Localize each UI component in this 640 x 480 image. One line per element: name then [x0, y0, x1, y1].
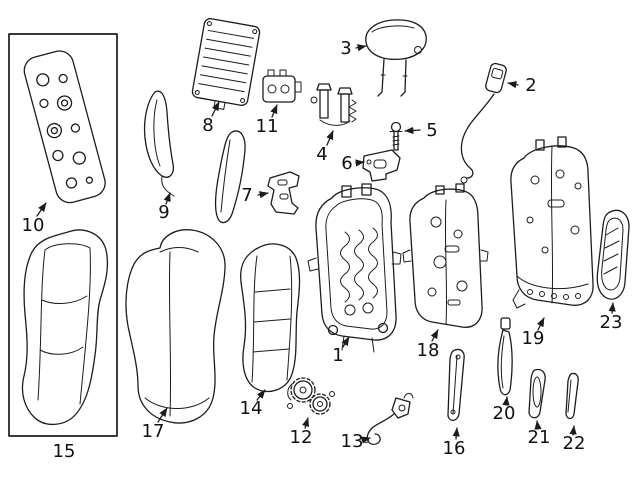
leader-arrow-11	[270, 104, 278, 118]
leader-arrow-13	[360, 436, 371, 444]
leader-arrow-14	[256, 389, 266, 401]
part-label-12: 12	[290, 427, 313, 448]
part-label-4: 4	[316, 144, 327, 165]
part-6-bracket-drawing	[362, 149, 401, 182]
part-17-cover-drawing	[125, 229, 226, 424]
part-9-drawing	[143, 90, 246, 224]
leader-arrow-9	[163, 192, 171, 205]
part-12-motor-drawing	[287, 377, 335, 415]
part-label-19: 19	[522, 328, 545, 349]
leader-arrow-5	[404, 126, 421, 135]
leader-arrow-20	[502, 396, 510, 406]
part-13-latch-drawing	[363, 393, 414, 446]
part-label-14: 14	[240, 398, 263, 419]
part-label-6: 6	[341, 153, 352, 174]
leader-arrow-23	[608, 302, 616, 314]
leader-arrows	[36, 44, 616, 444]
part-3-headrest-drawing	[365, 19, 427, 97]
part-label-7: 7	[241, 185, 252, 206]
part-labels: 1 2 3 4 5 6 7 8 9 10 11 12 13 14 15 16 1…	[22, 38, 623, 462]
part-label-9: 9	[158, 202, 169, 223]
part-label-21: 21	[528, 427, 551, 448]
part-15-cushion-drawing	[21, 229, 109, 425]
leader-arrow-18	[430, 329, 439, 342]
leader-arrow-16	[452, 427, 460, 440]
leader-arrow-7	[257, 191, 269, 199]
part-5-bolt-drawing	[389, 121, 403, 151]
part-20-strip-drawing	[497, 317, 513, 396]
leader-arrow-22	[569, 425, 577, 436]
leader-arrow-10	[36, 202, 47, 217]
part-10-drawing	[23, 50, 106, 204]
part-label-23: 23	[600, 312, 623, 333]
part-label-17: 17	[142, 421, 165, 442]
part-label-8: 8	[202, 115, 213, 136]
part-11-module-drawing	[262, 69, 302, 103]
inset-box	[8, 33, 118, 437]
leader-arrow-12	[302, 417, 310, 429]
part-22-trim-drawing	[565, 372, 579, 420]
part-label-20: 20	[493, 403, 516, 424]
part-label-10: 10	[22, 215, 45, 236]
part-label-13: 13	[341, 431, 364, 452]
leader-arrow-19	[536, 317, 545, 331]
leader-arrow-2	[507, 81, 519, 89]
leader-arrow-8	[211, 101, 220, 117]
leader-arrow-21	[534, 420, 542, 430]
leader-arrow-17	[157, 407, 168, 423]
part-label-11: 11	[256, 116, 279, 137]
part-21-trim-drawing	[528, 368, 546, 419]
part-label-15: 15	[53, 441, 76, 462]
part-label-1: 1	[332, 345, 343, 366]
part-18-panel-drawing	[402, 183, 489, 328]
part-label-18: 18	[417, 340, 440, 361]
leader-arrow-6	[355, 159, 365, 167]
part-1-frame-drawing	[307, 183, 402, 353]
leader-arrow-4	[326, 130, 334, 146]
part-label-3: 3	[340, 38, 351, 59]
part-19-panel-drawing	[510, 136, 594, 309]
part-label-16: 16	[443, 438, 466, 459]
part-label-5: 5	[426, 120, 437, 141]
leader-arrow-1	[341, 336, 350, 348]
part-23-trim-drawing	[596, 209, 630, 300]
part-7-bracket-drawing	[267, 171, 300, 215]
part-label-2: 2	[525, 75, 536, 96]
part-label-22: 22	[563, 433, 586, 454]
part-2-cable-drawing	[460, 62, 507, 184]
part-14-pad-drawing	[240, 243, 301, 393]
part-4-guide-drawing	[310, 83, 357, 126]
part-8-mat-drawing	[191, 18, 261, 110]
part-16-strip-drawing	[447, 348, 465, 421]
leader-arrow-3	[355, 44, 367, 52]
